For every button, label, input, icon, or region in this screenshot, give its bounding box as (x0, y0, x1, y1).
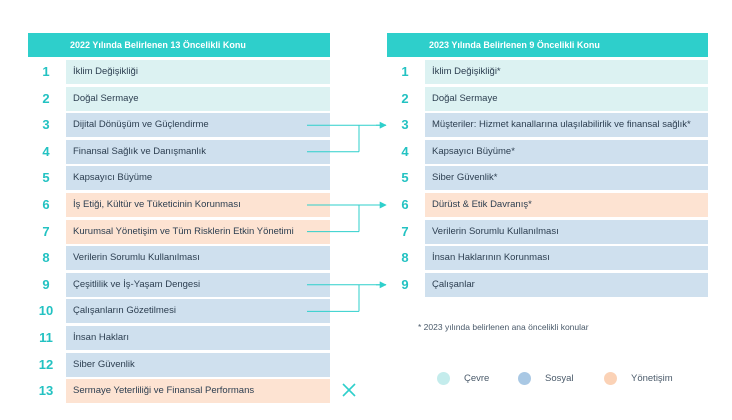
topic-label: Müşteriler: Hizmet kanallarına ulaşılabi… (425, 113, 708, 138)
topic-label: Siber Güvenlik* (425, 166, 708, 191)
right-panel-header: 2023 Yılında Belirlenen 9 Öncelikli Konu (387, 33, 708, 57)
topic-label: Verilerin Sorumlu Kullanılması (66, 246, 330, 271)
topic-number: 9 (42, 276, 50, 292)
topic-row: 9 Çalışanlar (387, 272, 708, 297)
topic-number: 13 (38, 383, 54, 399)
footnote: * 2023 yılında belirlenen ana öncelikli … (418, 322, 589, 332)
topic-row: 3 Müşteriler: Hizmet kanallarına ulaşılab… (387, 113, 708, 138)
merge-connector-2 (307, 204, 386, 233)
legend-label: Sosyal (545, 373, 574, 384)
legend-item-governance: Yönetişim (604, 372, 673, 385)
topic-row: 9 Çeşitlilik ve İş-Yaşam Dengesi (28, 272, 330, 297)
topic-label: Kapsayıcı Büyüme (66, 166, 330, 191)
topic-row: 5 Kapsayıcı Büyüme (28, 166, 330, 191)
topic-label: Finansal Sağlık ve Danışmanlık (66, 139, 330, 164)
topic-label: İnsan Hakları (66, 326, 330, 350)
topic-row: 10 Çalışanların Gözetilmesi (28, 299, 330, 324)
topic-row: 1 İklim Değişikliği* (387, 60, 708, 84)
topic-row: 6 Dürüst & Etik Davranış* (387, 193, 708, 217)
topic-label: Dürüst & Etik Davranış* (425, 193, 708, 217)
topic-number: 3 (401, 117, 409, 133)
topic-label: Dijital Dönüşüm ve Güçlendirme (66, 113, 330, 138)
left-panel-header: 2022 Yılında Belirlenen 13 Öncelikli Kon… (28, 33, 330, 57)
topic-number: 4 (401, 143, 409, 159)
legend-dot-social-icon (518, 372, 531, 385)
removed-x-icon (342, 383, 356, 397)
left-panel-title: 2022 Yılında Belirlenen 13 Öncelikli Kon… (70, 40, 246, 50)
topic-label: Siber Güvenlik (66, 352, 330, 377)
topic-label: İklim Değişikliği (66, 60, 330, 84)
topic-number: 1 (42, 64, 50, 79)
legend-label: Yönetişim (631, 373, 673, 384)
topic-number: 7 (401, 223, 409, 239)
topic-row: 2 Doğal Sermaye (387, 86, 708, 111)
topic-label: İklim Değişikliği* (425, 60, 708, 84)
right-panel-title: 2023 Yılında Belirlenen 9 Öncelikli Konu (429, 40, 600, 50)
topic-row: 7 Kurumsal Yönetişim ve Tüm Risklerin Etk… (28, 219, 330, 244)
topic-number: 4 (42, 143, 50, 159)
topic-row: 4 Finansal Sağlık ve Danışmanlık (28, 139, 330, 164)
topic-label: Kapsayıcı Büyüme* (425, 139, 708, 164)
topic-row: 8 Verilerin Sorumlu Kullanılması (28, 246, 330, 271)
topic-label: Doğal Sermaye (425, 86, 708, 111)
topic-number: 11 (39, 330, 53, 345)
topic-row: 7 Verilerin Sorumlu Kullanılması (387, 219, 708, 244)
topic-label: Kurumsal Yönetişim ve Tüm Risklerin Etki… (66, 219, 330, 244)
topic-number: 6 (42, 197, 50, 212)
topic-label: Çalışanların Gözetilmesi (66, 299, 330, 324)
legend-dot-governance-icon (604, 372, 617, 385)
topic-row: 5 Siber Güvenlik* (387, 166, 708, 191)
topic-label: Çeşitlilik ve İş-Yaşam Dengesi (66, 272, 330, 297)
topic-number: 9 (401, 276, 409, 292)
topic-row: 11 İnsan Hakları (28, 326, 330, 350)
topic-row: 2 Doğal Sermaye (28, 86, 330, 111)
topic-label: İnsan Haklarının Korunması (425, 246, 708, 271)
topic-row: 13 Sermaye Yeterliliği ve Finansal Perfor… (28, 379, 330, 404)
merge-connector-3 (307, 284, 386, 312)
topic-number: 3 (42, 117, 50, 133)
topic-number: 2 (42, 90, 50, 106)
topic-number: 12 (38, 356, 54, 372)
topic-row: 1 İklim Değişikliği (28, 60, 330, 84)
merge-connector-1 (307, 124, 386, 153)
topic-label: Çalışanlar (425, 272, 708, 297)
legend-item-social: Sosyal (518, 372, 574, 385)
legend-dot-environment-icon (437, 372, 450, 385)
topic-number: 7 (42, 223, 50, 239)
topic-number: 5 (401, 170, 409, 186)
legend-item-environment: Çevre (437, 372, 489, 385)
topic-number: 1 (401, 64, 409, 79)
topic-row: 12 Siber Güvenlik (28, 352, 330, 377)
topic-row: 4 Kapsayıcı Büyüme* (387, 139, 708, 164)
topic-number: 5 (42, 170, 50, 186)
topic-label: İş Etiği, Kültür ve Tüketicinin Korunmas… (66, 193, 330, 217)
topic-label: Sermaye Yeterliliği ve Finansal Performa… (66, 379, 330, 404)
topic-label: Doğal Sermaye (66, 86, 330, 111)
topic-row: 6 İş Etiği, Kültür ve Tüketicinin Korunma… (28, 193, 330, 217)
topic-number: 8 (401, 250, 409, 266)
topic-row: 3 Dijital Dönüşüm ve Güçlendirme (28, 113, 330, 138)
topic-row: 8 İnsan Haklarının Korunması (387, 246, 708, 271)
topic-number: 8 (42, 250, 50, 266)
topic-number: 6 (401, 197, 409, 212)
legend-label: Çevre (464, 373, 490, 384)
topic-number: 10 (38, 303, 54, 319)
topic-label: Verilerin Sorumlu Kullanılması (425, 219, 708, 244)
topic-number: 2 (401, 90, 409, 106)
